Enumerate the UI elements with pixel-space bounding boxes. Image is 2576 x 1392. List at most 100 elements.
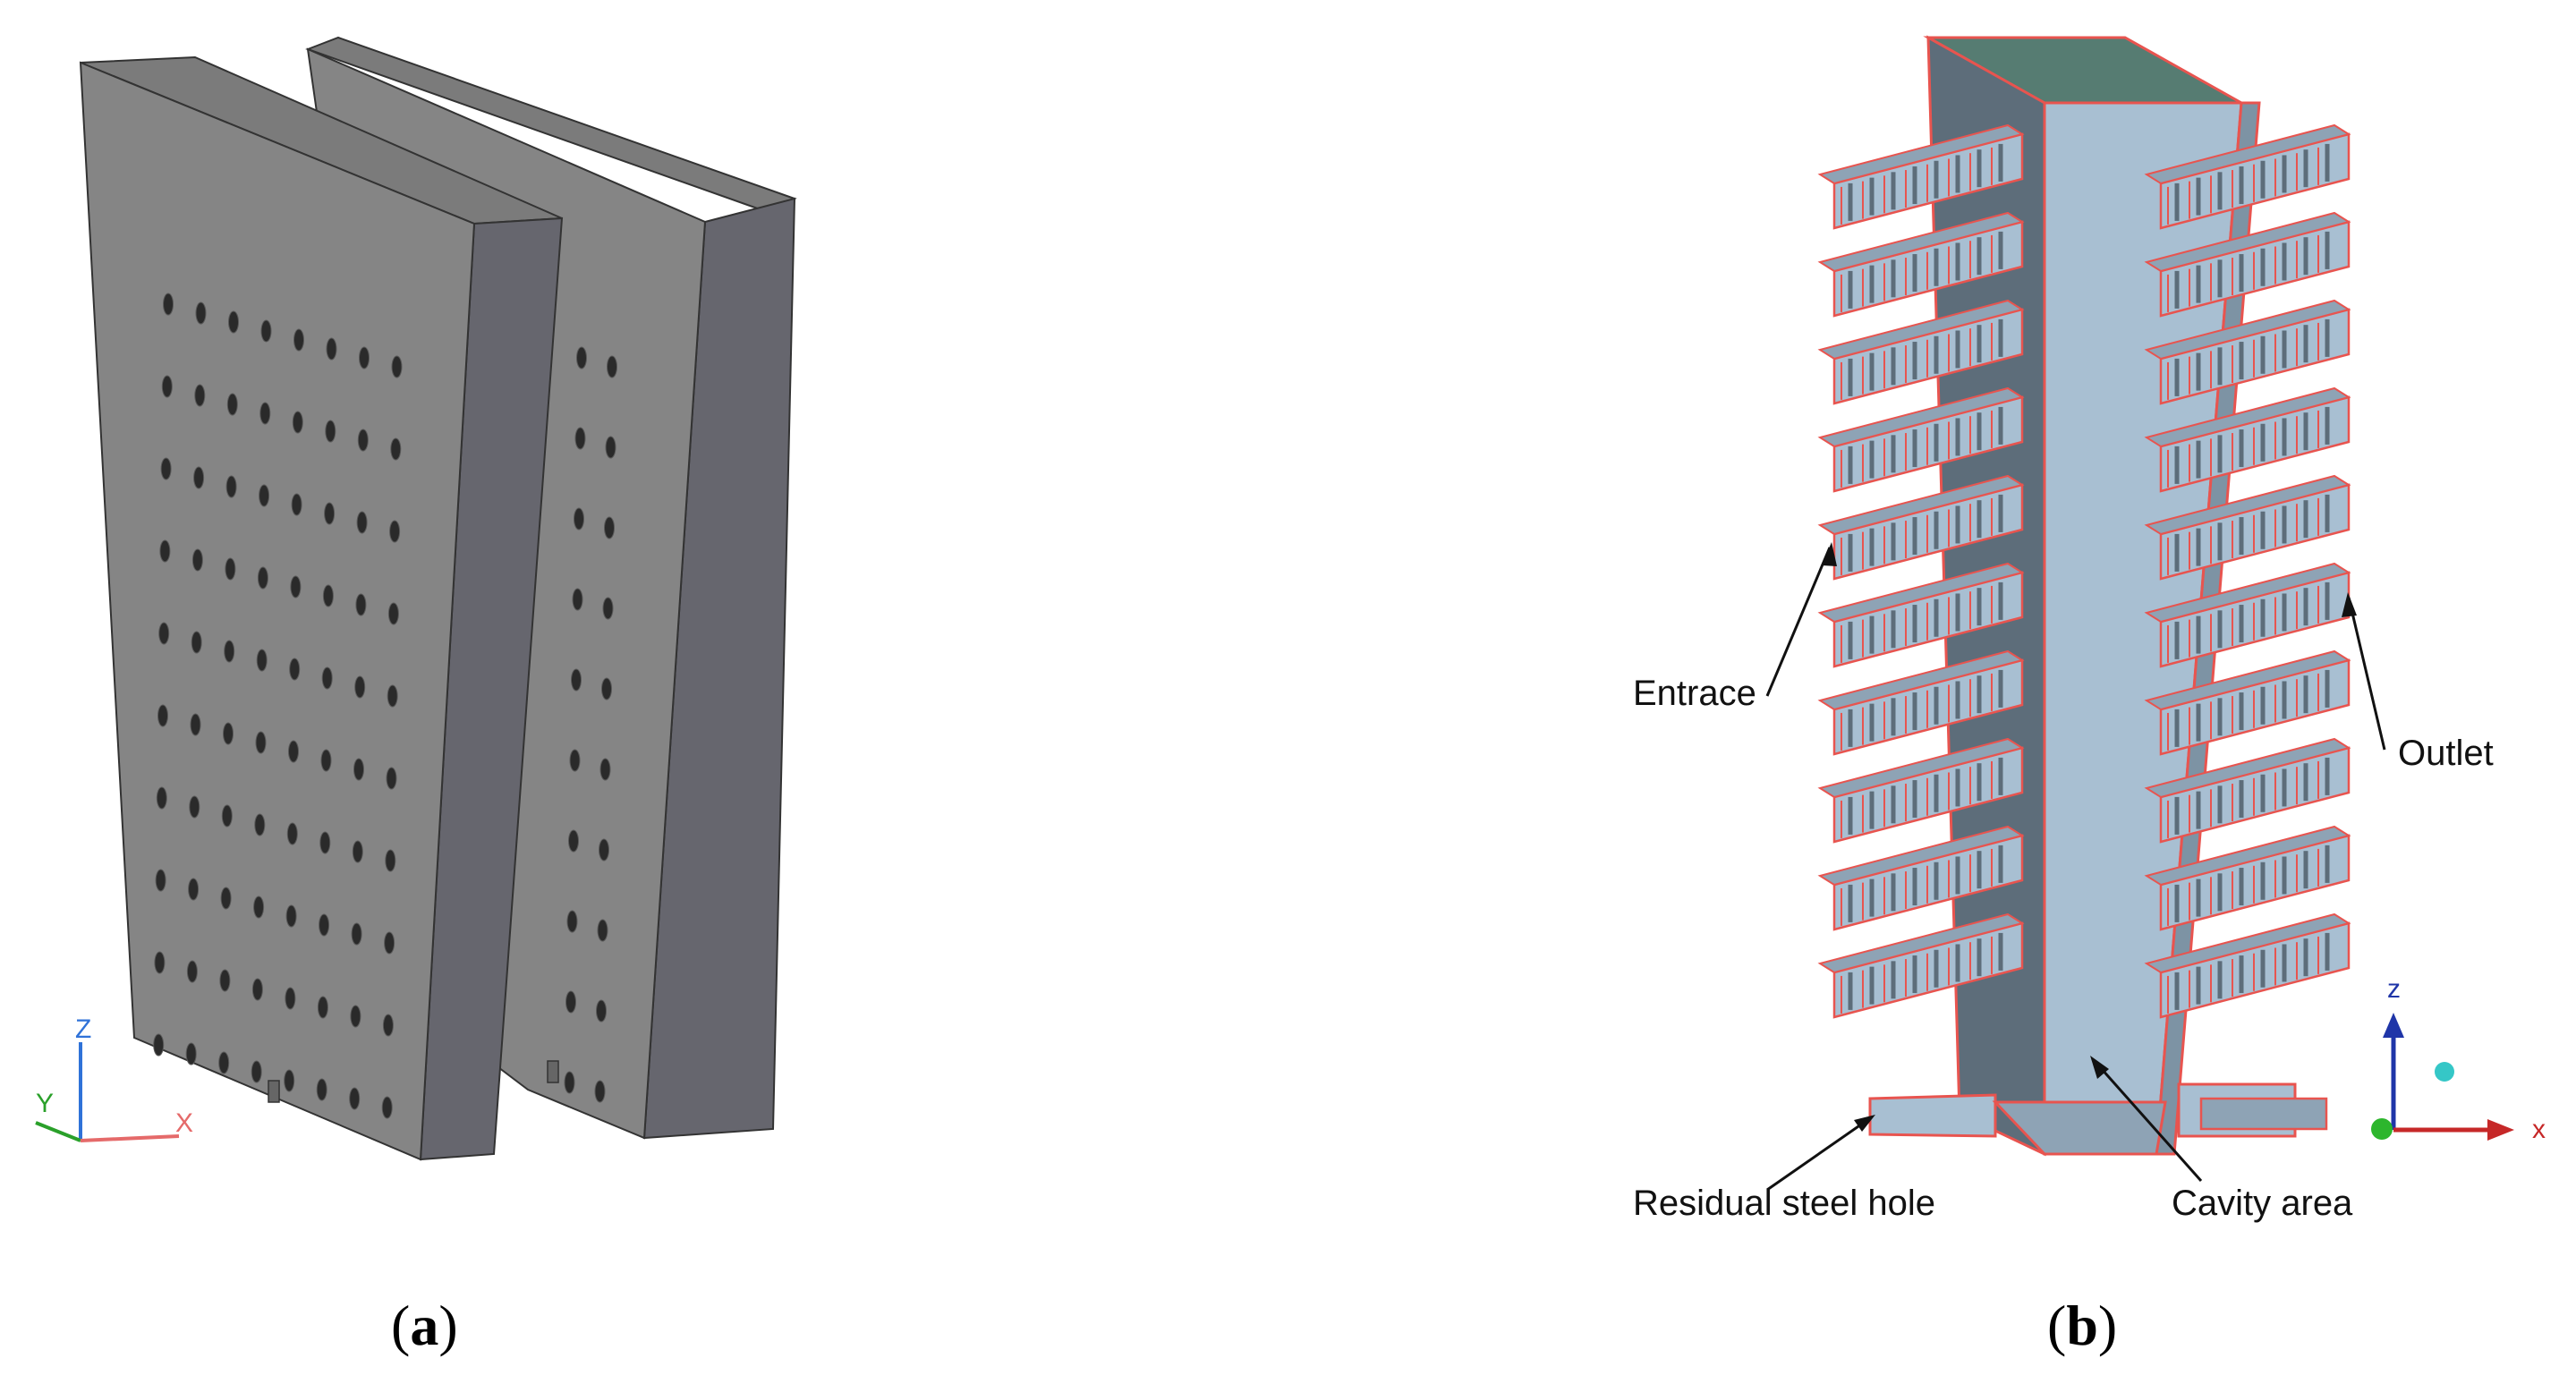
triad-a-x-label: X bbox=[175, 1108, 193, 1138]
hole bbox=[188, 878, 200, 901]
hole bbox=[359, 346, 370, 369]
channel-group bbox=[1817, 123, 2025, 230]
hole bbox=[319, 831, 331, 854]
triad-b-z-arrow bbox=[2383, 1013, 2404, 1038]
hole bbox=[356, 511, 368, 534]
channel-top bbox=[2144, 649, 2351, 711]
channel-top bbox=[1817, 912, 2025, 974]
hole bbox=[599, 838, 609, 862]
hole bbox=[352, 840, 363, 863]
triad-b-x-label: x bbox=[2532, 1115, 2546, 1144]
hole bbox=[259, 484, 270, 507]
channel-group bbox=[2144, 649, 2351, 756]
triad-a-x-axis bbox=[80, 1134, 180, 1142]
hole bbox=[320, 749, 332, 772]
hole bbox=[161, 375, 173, 398]
channel-group bbox=[2144, 386, 2351, 493]
hole bbox=[565, 990, 576, 1014]
hole bbox=[286, 822, 298, 845]
channel-top bbox=[2144, 211, 2351, 273]
hole bbox=[228, 310, 239, 334]
slab-back-holes bbox=[564, 346, 617, 1103]
channel-top bbox=[2144, 123, 2351, 185]
hole bbox=[224, 640, 235, 663]
hole bbox=[594, 1080, 606, 1103]
caption-b-close: ) bbox=[2098, 1294, 2117, 1357]
channel-group bbox=[2144, 912, 2351, 1019]
hole bbox=[382, 1014, 394, 1037]
hole bbox=[350, 1005, 361, 1028]
hole bbox=[387, 602, 399, 625]
hole bbox=[604, 516, 615, 539]
triad-a-y-label: Y bbox=[36, 1089, 54, 1118]
outlet-leader bbox=[2347, 597, 2386, 751]
slab-front bbox=[79, 55, 564, 1161]
hole bbox=[322, 584, 334, 607]
hole bbox=[390, 437, 402, 461]
triad-b-view-point bbox=[2435, 1062, 2454, 1082]
triad-a-z-label: Z bbox=[75, 1014, 91, 1044]
entrace-arrowhead bbox=[1822, 542, 1837, 566]
channel-group bbox=[2144, 123, 2351, 230]
channel-group bbox=[2144, 562, 2351, 668]
channel-group bbox=[1817, 649, 2025, 756]
channel-top bbox=[2144, 562, 2351, 624]
hole bbox=[389, 520, 401, 543]
channel-group bbox=[2144, 737, 2351, 844]
hole bbox=[195, 301, 207, 325]
hole bbox=[186, 960, 198, 983]
channel-group bbox=[2144, 474, 2351, 581]
hole bbox=[355, 593, 367, 616]
hole bbox=[325, 420, 336, 443]
annotations: Entrace Outlet Residual steel hole Cavit… bbox=[1633, 542, 2494, 1223]
channel-top bbox=[1817, 299, 2025, 361]
hole bbox=[220, 887, 232, 910]
hole bbox=[221, 804, 233, 828]
hole bbox=[225, 557, 236, 581]
hole bbox=[156, 786, 167, 810]
panel-b-model: z x Entrace Outlet Residual steel hole C… bbox=[1633, 35, 2546, 1223]
hole bbox=[387, 684, 398, 708]
hole bbox=[574, 507, 584, 530]
outlet-arrowhead bbox=[2342, 592, 2357, 617]
channel-group bbox=[1817, 474, 2025, 581]
hole bbox=[574, 427, 586, 450]
hole bbox=[601, 677, 612, 700]
hole bbox=[226, 393, 238, 416]
hole bbox=[571, 668, 582, 692]
entrace-label: Entrace bbox=[1633, 674, 1756, 713]
hole bbox=[191, 548, 203, 572]
channel-top bbox=[1817, 825, 2025, 887]
hole bbox=[316, 1078, 327, 1101]
hole bbox=[576, 346, 587, 369]
hole bbox=[599, 758, 611, 781]
hole bbox=[354, 675, 366, 699]
cavity-label: Cavity area bbox=[2172, 1184, 2353, 1223]
hole bbox=[153, 1033, 165, 1057]
cavity-arrowhead bbox=[2090, 1056, 2109, 1079]
residual-leader bbox=[1766, 1116, 1871, 1192]
cavity-leader bbox=[2092, 1059, 2203, 1182]
channel-top bbox=[1817, 211, 2025, 273]
hole bbox=[185, 1042, 197, 1065]
hole bbox=[189, 795, 200, 819]
hole bbox=[155, 869, 166, 892]
triad-b-x-arrow bbox=[2487, 1119, 2514, 1141]
hole bbox=[194, 384, 206, 407]
hole bbox=[597, 919, 608, 942]
hole bbox=[251, 978, 263, 1001]
hole bbox=[596, 999, 607, 1023]
triad-b-origin bbox=[2371, 1118, 2393, 1140]
channel-top bbox=[2144, 825, 2351, 887]
hole bbox=[219, 969, 231, 992]
residual-hole-right-2 bbox=[2199, 1097, 2328, 1131]
hole bbox=[190, 713, 201, 736]
hole bbox=[319, 913, 330, 937]
hole bbox=[385, 849, 396, 872]
channel-top bbox=[2144, 912, 2351, 974]
channel-top bbox=[2144, 474, 2351, 536]
hole bbox=[253, 895, 265, 919]
hole bbox=[291, 493, 302, 516]
hole bbox=[285, 904, 297, 928]
